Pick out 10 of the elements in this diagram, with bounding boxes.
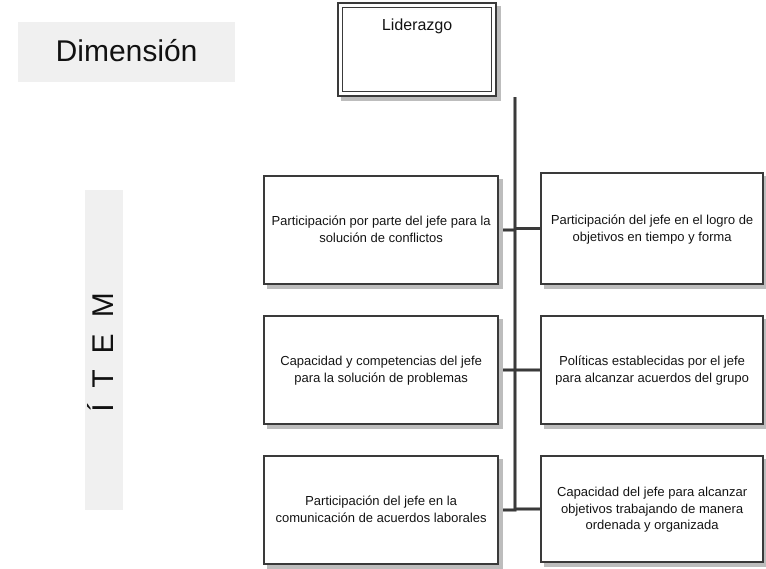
heading-text: Dimensión xyxy=(56,35,198,69)
box-text: Participación del jefe en la comunicación de acuerdos laborales xyxy=(274,493,488,527)
connector-line xyxy=(514,97,540,510)
box-text: Capacidad del jefe para alcanzar objetivos trabajando de manera ordenada y organizada xyxy=(556,484,748,534)
box-text: Participación del jefe en el logro de objetivos en tiempo y forma xyxy=(550,212,754,246)
box-text: Políticas establecidas por el jefe para alcanzar acuerdos del grupo xyxy=(554,353,750,387)
heading-text: Í T E M xyxy=(87,288,121,412)
box-text: Capacidad y competencias del jefe para la solución de problemas xyxy=(279,353,483,387)
box-text: Participación por parte del jefe para la solución de conflictos xyxy=(271,213,491,247)
box-text: Liderazgo xyxy=(382,16,452,36)
